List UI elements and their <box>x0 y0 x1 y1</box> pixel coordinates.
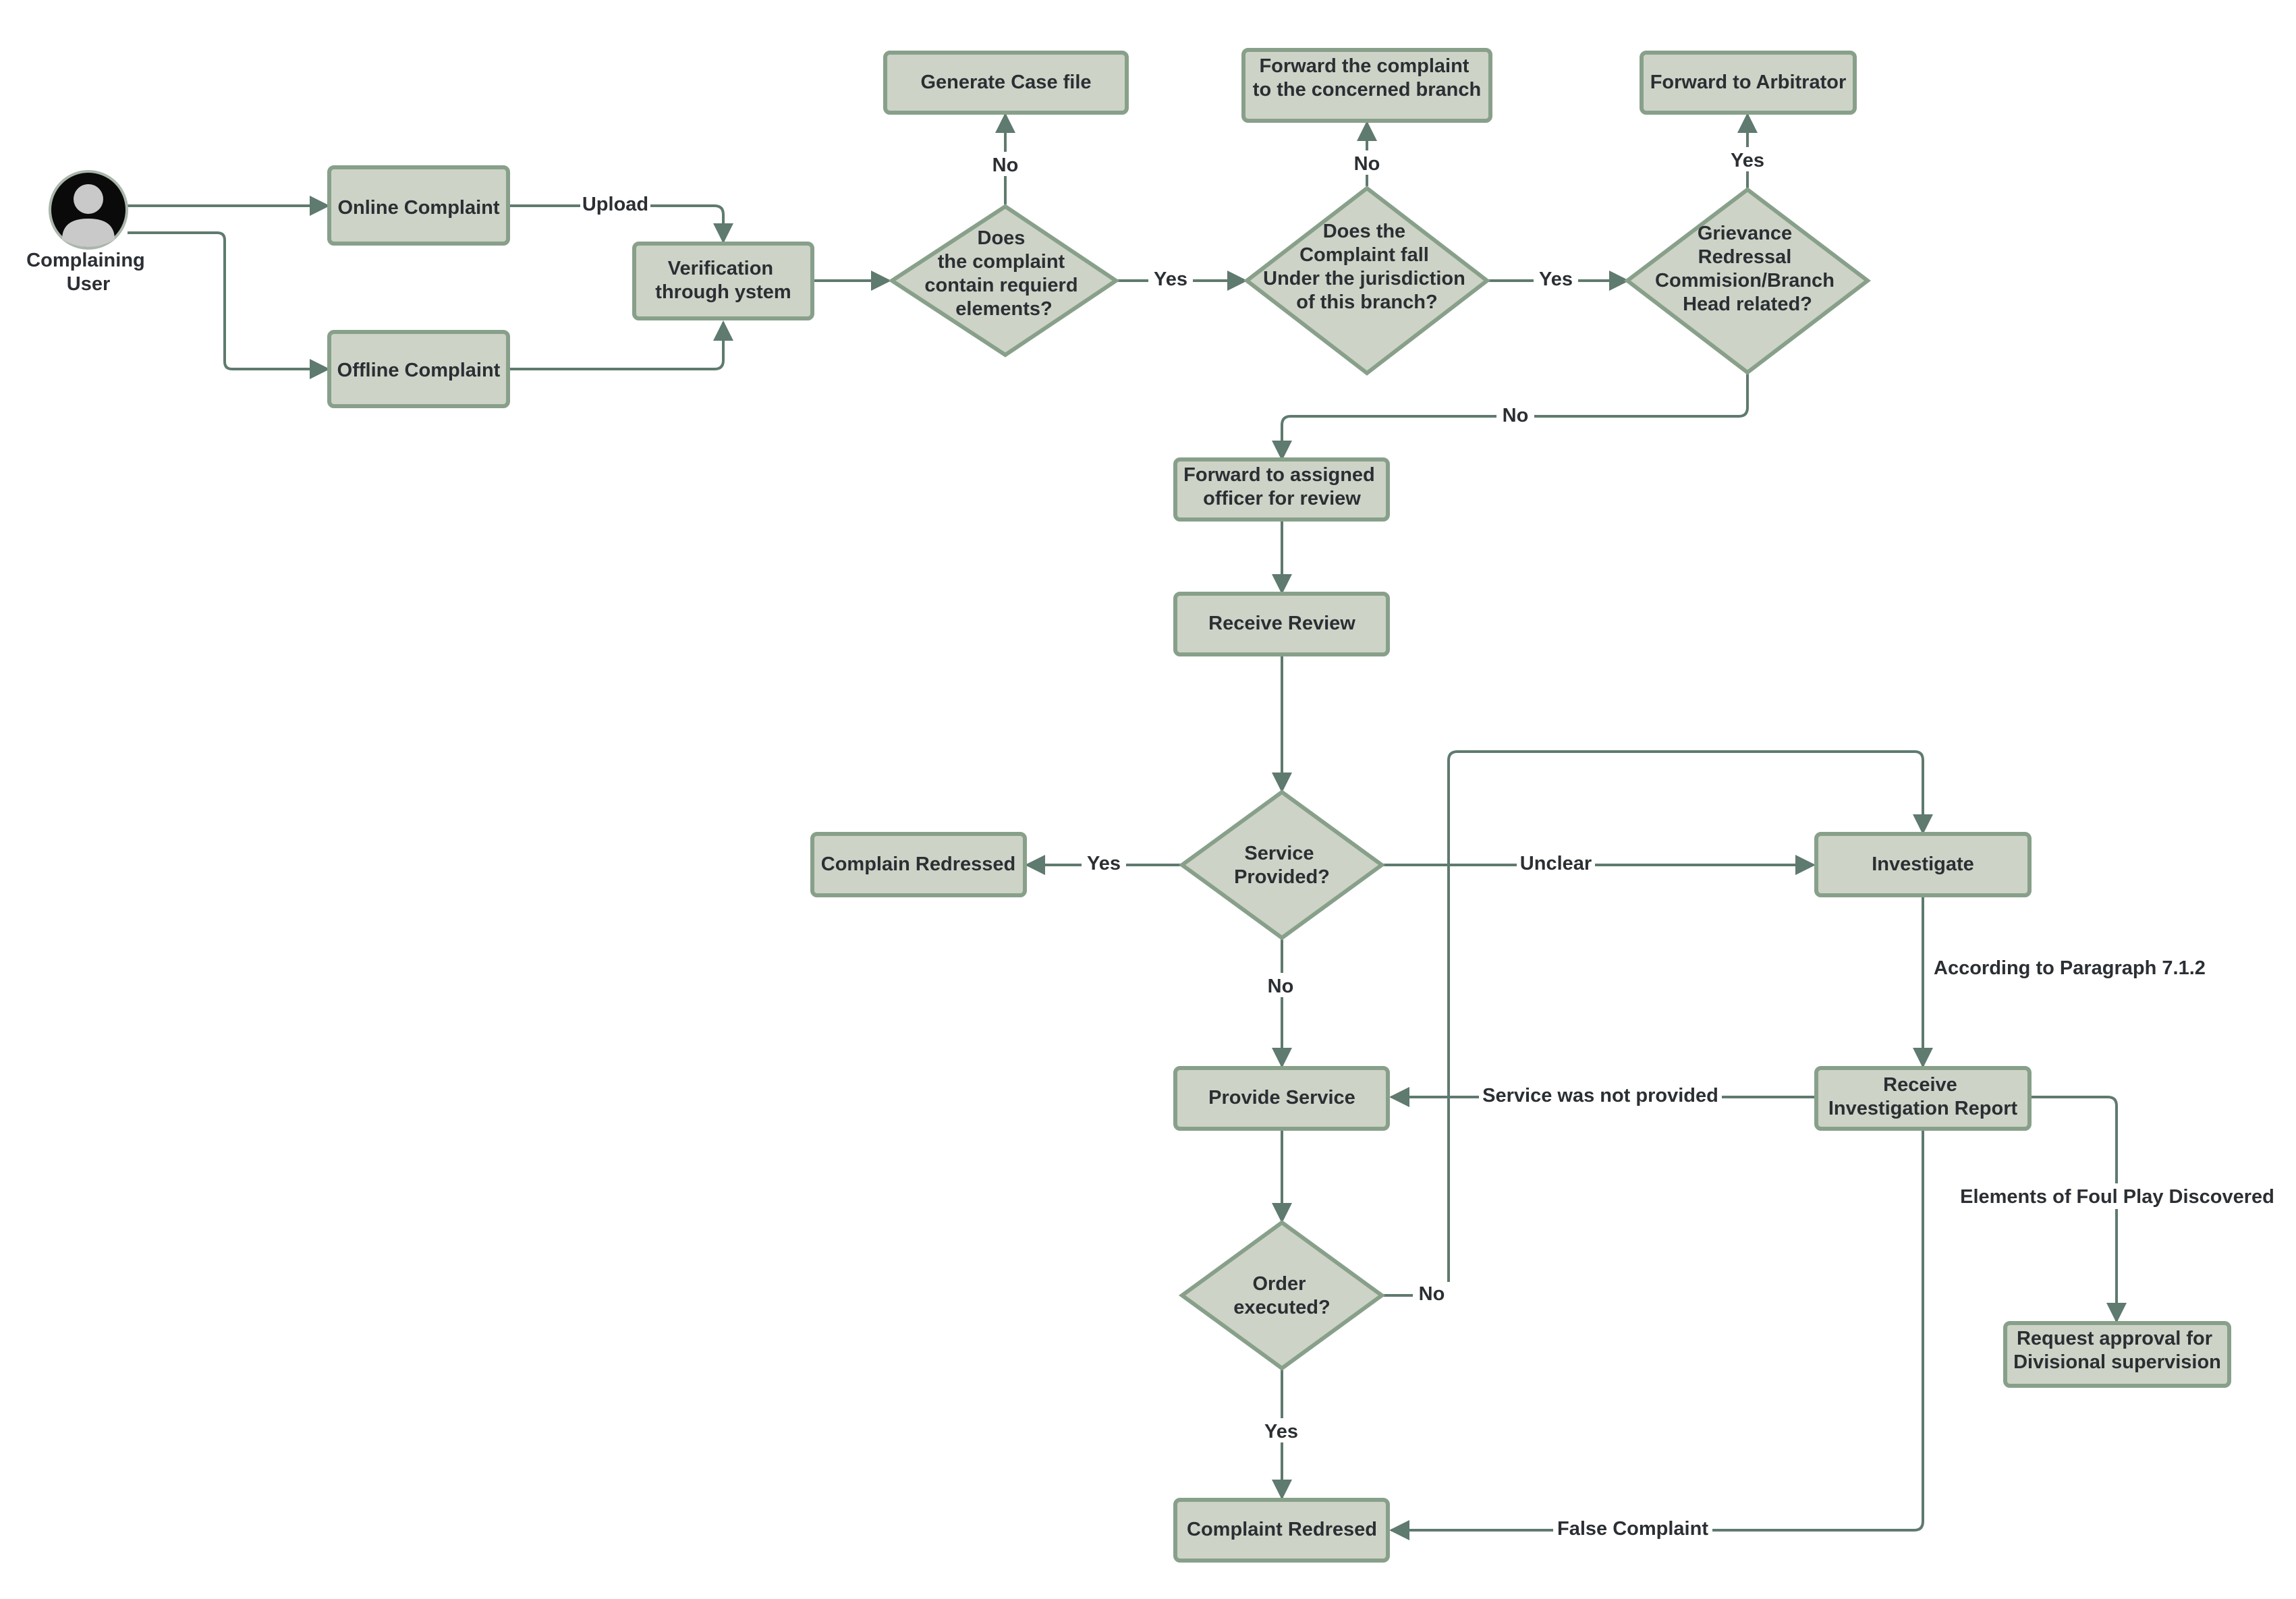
actor-label: Complaining User <box>26 250 150 295</box>
edge-label-paragraph: According to Paragraph 7.1.2 <box>1934 957 2206 979</box>
node-provide-service[interactable]: Provide Service <box>1173 1066 1390 1131</box>
edge-label-false-complaint: False Complaint <box>1553 1517 1712 1541</box>
svg-text:Does the Complaint fal: Does the Complaint fall Under the jurisd… <box>1263 221 1471 313</box>
svg-text:Service Provided?: Service Provided? <box>1234 843 1330 888</box>
node-offline-complaint[interactable]: Offline Complaint <box>327 330 510 408</box>
svg-text:Yes: Yes <box>1539 269 1573 290</box>
node-verification[interactable]: Verification through ystem <box>632 242 814 320</box>
node-forward-concerned-branch[interactable]: Forward the complaint to the concerned b… <box>1241 48 1492 123</box>
node-investigation-report[interactable]: Receive Investigation Report <box>1814 1066 2032 1131</box>
svg-text:Yes: Yes <box>1087 853 1121 874</box>
svg-text:Forward to Arbitrator: Forward to Arbitrator <box>1650 72 1847 93</box>
edge-label-order-no: No <box>1413 1282 1451 1306</box>
svg-text:Provide Service: Provide Service <box>1208 1087 1355 1109</box>
svg-text:False Complaint: False Complaint <box>1557 1518 1708 1540</box>
svg-text:Yes: Yes <box>1731 150 1764 171</box>
svg-text:No: No <box>1503 405 1529 426</box>
svg-text:Online Complaint: Online Complaint <box>337 197 499 219</box>
svg-text:No: No <box>1268 976 1294 997</box>
svg-text:Request approval for D: Request approval for Divisional supervis… <box>2013 1328 2221 1373</box>
svg-text:Complaint Redresed: Complaint Redresed <box>1187 1519 1377 1540</box>
node-investigate[interactable]: Investigate <box>1814 832 2032 897</box>
edge-label-grievance-no: No <box>1496 403 1534 428</box>
svg-text:No: No <box>1419 1283 1445 1305</box>
edge-label-jurisdiction-no: No <box>1348 150 1386 175</box>
svg-text:Forward to assigned of: Forward to assigned officer for review <box>1183 464 1380 509</box>
edge-user-offline <box>128 231 330 379</box>
node-generate-case-file[interactable]: Generate Case file <box>883 51 1129 115</box>
node-request-approval[interactable]: Request approval for Divisional supervis… <box>2003 1321 2231 1388</box>
svg-text:Verification through y: Verification through ystem <box>655 258 791 303</box>
edges <box>128 113 2127 1540</box>
svg-text:Generate Case file: Generate Case file <box>920 72 1091 93</box>
svg-text:Yes: Yes <box>1154 269 1187 290</box>
edge-label-service-no: No <box>1262 973 1299 997</box>
svg-text:Forward the complaint: Forward the complaint to the concerned b… <box>1253 55 1481 101</box>
node-order-decision[interactable]: Order executed? <box>1178 1220 1386 1371</box>
edge-label-grievance-yes: Yes <box>1725 147 1770 171</box>
edge-report-redresed <box>1389 1129 1924 1540</box>
edge-label-order-yes: Yes <box>1259 1418 1304 1442</box>
node-receive-review[interactable]: Receive Review <box>1173 592 1390 656</box>
svg-text:Receive Investigation: Receive Investigation Report <box>1828 1074 2018 1119</box>
svg-text:Yes: Yes <box>1264 1421 1298 1442</box>
svg-text:Elements of Foul Play Discover: Elements of Foul Play Discovered <box>1960 1186 2274 1208</box>
node-service-decision[interactable]: Service Provided? <box>1178 789 1386 941</box>
node-grievance-decision[interactable]: Grievance Redressal Commision/Branch Hea… <box>1624 187 1871 375</box>
edge-label-required-yes: Yes <box>1148 267 1193 291</box>
edge-label-service-unclear: Unclear <box>1517 851 1595 876</box>
edge-label-foul-play: Elements of Foul Play Discovered <box>1958 1183 2276 1209</box>
svg-text:No: No <box>1354 153 1380 175</box>
complaining-user: Complaining User <box>26 170 150 295</box>
edge-labels: Upload No Yes No Yes Yes No Yes Unclear … <box>580 147 2276 1541</box>
svg-text:Does the complaint: Does the complaint contain requierd elem… <box>924 227 1083 320</box>
svg-text:No: No <box>992 155 1019 176</box>
node-complain-redressed[interactable]: Complain Redressed <box>810 832 1027 897</box>
edge-label-service-yes: Yes <box>1082 851 1126 876</box>
svg-text:According to Paragraph 7.1.2: According to Paragraph 7.1.2 <box>1934 957 2206 979</box>
node-online-complaint[interactable]: Online Complaint <box>327 165 510 246</box>
edge-label-jurisdiction-yes: Yes <box>1534 267 1578 291</box>
node-assigned-officer[interactable]: Forward to assigned officer for review <box>1173 457 1390 522</box>
svg-text:Complain Redressed: Complain Redressed <box>821 853 1015 875</box>
edge-offline-verification <box>510 320 733 370</box>
node-forward-arbitrator[interactable]: Forward to Arbitrator <box>1640 51 1857 115</box>
svg-text:Service was not provided: Service was not provided <box>1482 1085 1718 1106</box>
svg-text:Receive Review: Receive Review <box>1208 613 1355 634</box>
edge-label-required-no: No <box>986 152 1024 176</box>
edge-online-verification <box>510 204 733 244</box>
svg-text:Unclear: Unclear <box>1520 853 1592 874</box>
node-complaint-redresed[interactable]: Complaint Redresed <box>1173 1498 1390 1563</box>
svg-text:Grievance Redressal: Grievance Redressal Commision/Branch Hea… <box>1655 223 1840 315</box>
edge-report-approval <box>2030 1096 2127 1323</box>
svg-text:Order executed?: Order executed? <box>1233 1273 1330 1318</box>
edge-label-not-provided: Service was not provided <box>1479 1084 1722 1108</box>
svg-text:Offline Complaint: Offline Complaint <box>337 360 501 381</box>
svg-text:Upload: Upload <box>582 194 648 215</box>
nodes: Online Complaint Offline Complaint Verif… <box>327 48 2231 1563</box>
node-required-elements-decision[interactable]: Does the complaint contain requierd elem… <box>888 204 1120 358</box>
edge-label-upload: Upload <box>580 192 650 217</box>
svg-text:Investigate: Investigate <box>1872 853 1974 875</box>
node-jurisdiction-decision[interactable]: Does the Complaint fall Under the jurisd… <box>1243 186 1490 376</box>
user-icon <box>49 170 128 250</box>
